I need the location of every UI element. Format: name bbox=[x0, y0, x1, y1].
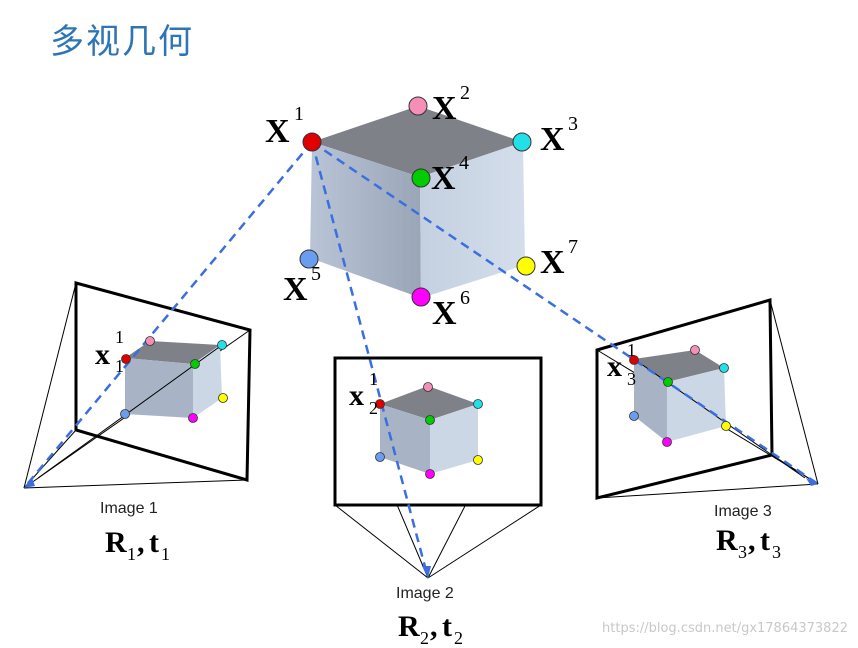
svg-text:t: t bbox=[149, 526, 159, 559]
svg-text:1: 1 bbox=[294, 103, 304, 125]
svg-text:7: 7 bbox=[568, 236, 578, 258]
svg-text:2: 2 bbox=[460, 82, 470, 104]
label-X3: X bbox=[540, 121, 565, 158]
point-X3 bbox=[512, 132, 532, 152]
svg-text:t: t bbox=[442, 610, 452, 643]
image-2-points bbox=[375, 382, 483, 479]
svg-text:R: R bbox=[716, 524, 738, 557]
svg-text:1: 1 bbox=[627, 340, 636, 360]
label-X5: X bbox=[283, 271, 308, 308]
label-X4: X bbox=[431, 160, 456, 197]
ray-to-camera-2 bbox=[310, 141, 430, 579]
svg-text:6: 6 bbox=[460, 287, 470, 309]
world-points bbox=[299, 96, 536, 307]
image-3-caption: Image 3 bbox=[714, 503, 772, 520]
image-point-labels: x 1 1 x 1 2 x 1 3 bbox=[95, 327, 636, 418]
pose-label-3: R 3 , t 3 bbox=[716, 524, 781, 562]
image-2-caption: Image 2 bbox=[396, 585, 454, 602]
ray-to-camera-3 bbox=[311, 140, 819, 486]
point-X7 bbox=[516, 256, 536, 276]
image-3-point-label: x bbox=[607, 350, 622, 383]
pose-label-1: R 1 , t 1 bbox=[105, 526, 170, 564]
point-X4 bbox=[411, 168, 431, 188]
svg-text:1: 1 bbox=[127, 544, 136, 564]
image-2-cube bbox=[380, 386, 478, 474]
main-cube-right-face bbox=[420, 142, 525, 298]
pose-label-2: R 2 , t 2 bbox=[398, 610, 463, 648]
svg-text:1: 1 bbox=[161, 544, 170, 564]
svg-text:,: , bbox=[430, 610, 438, 643]
image-1-caption: Image 1 bbox=[100, 500, 158, 517]
svg-text:3: 3 bbox=[627, 369, 636, 389]
image-2-point-label: x bbox=[349, 379, 364, 412]
svg-text:2: 2 bbox=[369, 398, 378, 418]
svg-text:2: 2 bbox=[454, 628, 463, 648]
watermark: https://blog.csdn.net/gx17864373822 bbox=[602, 621, 848, 636]
camera-2 bbox=[333, 356, 543, 579]
svg-text:1: 1 bbox=[115, 327, 124, 347]
camera-center-markers bbox=[24, 478, 818, 578]
label-X6: X bbox=[432, 295, 457, 332]
svg-text:3: 3 bbox=[568, 113, 578, 135]
camera-1 bbox=[23, 281, 252, 489]
page-title: 多视几何 bbox=[50, 22, 194, 62]
ray-to-camera-1 bbox=[23, 141, 313, 489]
svg-text:2: 2 bbox=[420, 628, 429, 648]
svg-text:,: , bbox=[137, 526, 145, 559]
image-1-point-label: x bbox=[95, 338, 110, 371]
svg-text:t: t bbox=[760, 524, 770, 557]
svg-text:,: , bbox=[748, 524, 756, 557]
image-3-points bbox=[629, 345, 731, 447]
svg-text:1: 1 bbox=[115, 356, 124, 376]
svg-text:3: 3 bbox=[738, 542, 747, 562]
svg-text:R: R bbox=[105, 526, 127, 559]
label-X7: X bbox=[540, 244, 565, 281]
point-X5 bbox=[299, 249, 319, 269]
main-cube bbox=[310, 106, 525, 298]
point-X1 bbox=[302, 132, 322, 152]
point-X6 bbox=[411, 287, 431, 307]
main-cube-left-face bbox=[310, 142, 421, 298]
image-1-points bbox=[120, 336, 228, 423]
label-X1: X bbox=[265, 113, 290, 150]
svg-text:5: 5 bbox=[311, 263, 321, 285]
svg-text:4: 4 bbox=[459, 152, 469, 174]
main-cube-top-face bbox=[312, 106, 523, 177]
point-X2 bbox=[408, 96, 428, 116]
svg-text:1: 1 bbox=[369, 369, 378, 389]
camera-3 bbox=[595, 298, 819, 500]
svg-text:3: 3 bbox=[772, 542, 781, 562]
projection-rays bbox=[23, 140, 819, 579]
image-3-cube bbox=[634, 350, 726, 442]
svg-text:R: R bbox=[398, 610, 420, 643]
label-X2: X bbox=[432, 90, 457, 127]
image-plane-1 bbox=[74, 281, 252, 482]
world-point-labels: X 1 X 2 X 3 X 4 X 5 X 6 X 7 bbox=[265, 82, 578, 332]
